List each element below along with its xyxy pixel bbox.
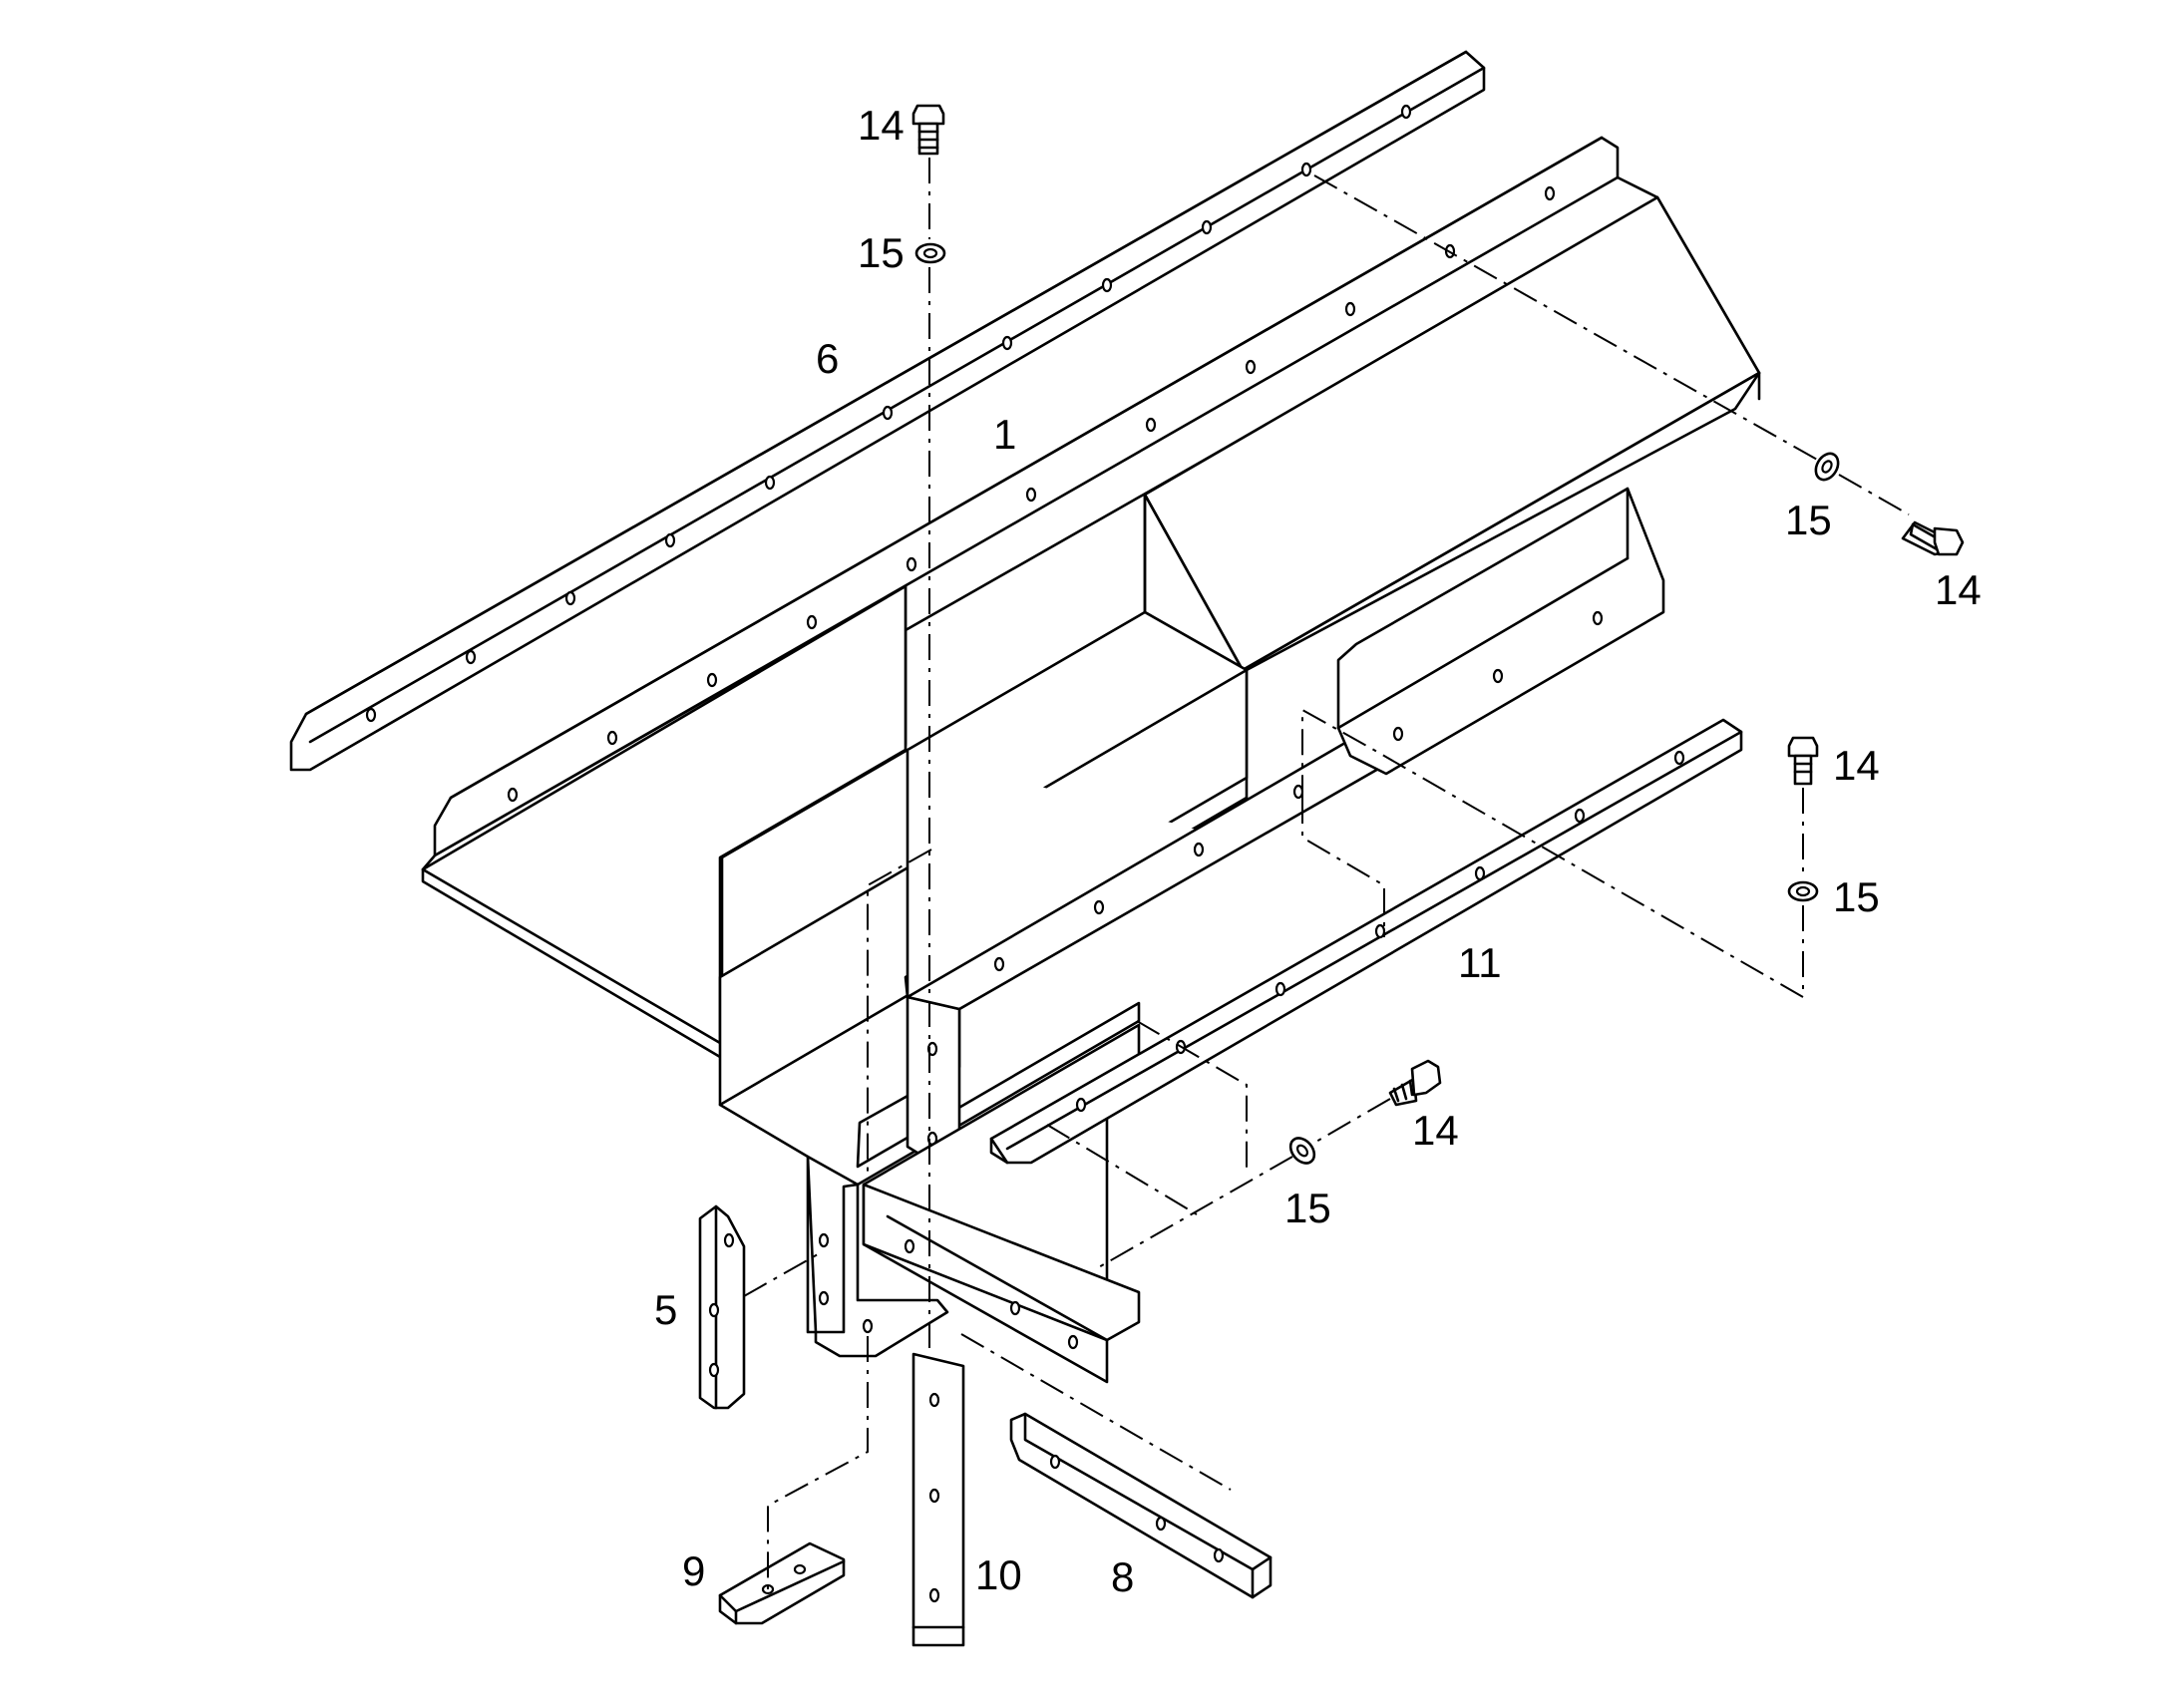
callout-washer-mid-right: 15 [1833, 873, 1880, 920]
callout-washer-right: 15 [1785, 497, 1832, 543]
callout-bolt-top: 14 [858, 102, 905, 149]
callout-labels: 14 15 6 1 15 14 14 15 11 14 15 5 9 10 8 [654, 102, 1982, 1600]
part-5-vertical-strip [698, 1204, 746, 1410]
bolt-right-fastener [1901, 520, 1965, 556]
callout-part-5: 5 [654, 1286, 677, 1333]
part-6-top-rail [289, 50, 1486, 772]
callout-washer-top: 15 [858, 229, 905, 276]
part-8-diagonal-strip [1009, 1412, 1272, 1599]
part-9-small-block [718, 1541, 846, 1625]
part-1-main-plate [421, 136, 1761, 1384]
callout-part-1: 1 [993, 411, 1016, 458]
callout-bolt-right: 14 [1935, 566, 1982, 613]
callout-part-6: 6 [816, 335, 839, 382]
callout-bolt-center: 14 [1412, 1107, 1459, 1154]
washer-right-fastener [1814, 452, 1840, 482]
callout-part-8: 8 [1111, 1553, 1134, 1600]
washer-center-fastener [1288, 1137, 1316, 1165]
callout-bolt-mid-right: 14 [1833, 742, 1880, 789]
part-10-down-strip [911, 1352, 965, 1647]
bolt-center-fastener [1388, 1059, 1442, 1107]
callout-washer-center: 15 [1284, 1185, 1331, 1231]
callout-part-11: 11 [1458, 939, 1502, 986]
part-11-side-rail [989, 718, 1743, 1165]
bolt-mid-right-fastener [1787, 736, 1819, 786]
bolt-top-fastener [911, 104, 945, 156]
assembly-axes [743, 158, 1910, 1589]
washer-top-fastener [914, 242, 946, 264]
washer-mid-right-fastener [1787, 880, 1819, 902]
callout-part-10: 10 [975, 1551, 1022, 1598]
callout-part-9: 9 [682, 1547, 705, 1594]
